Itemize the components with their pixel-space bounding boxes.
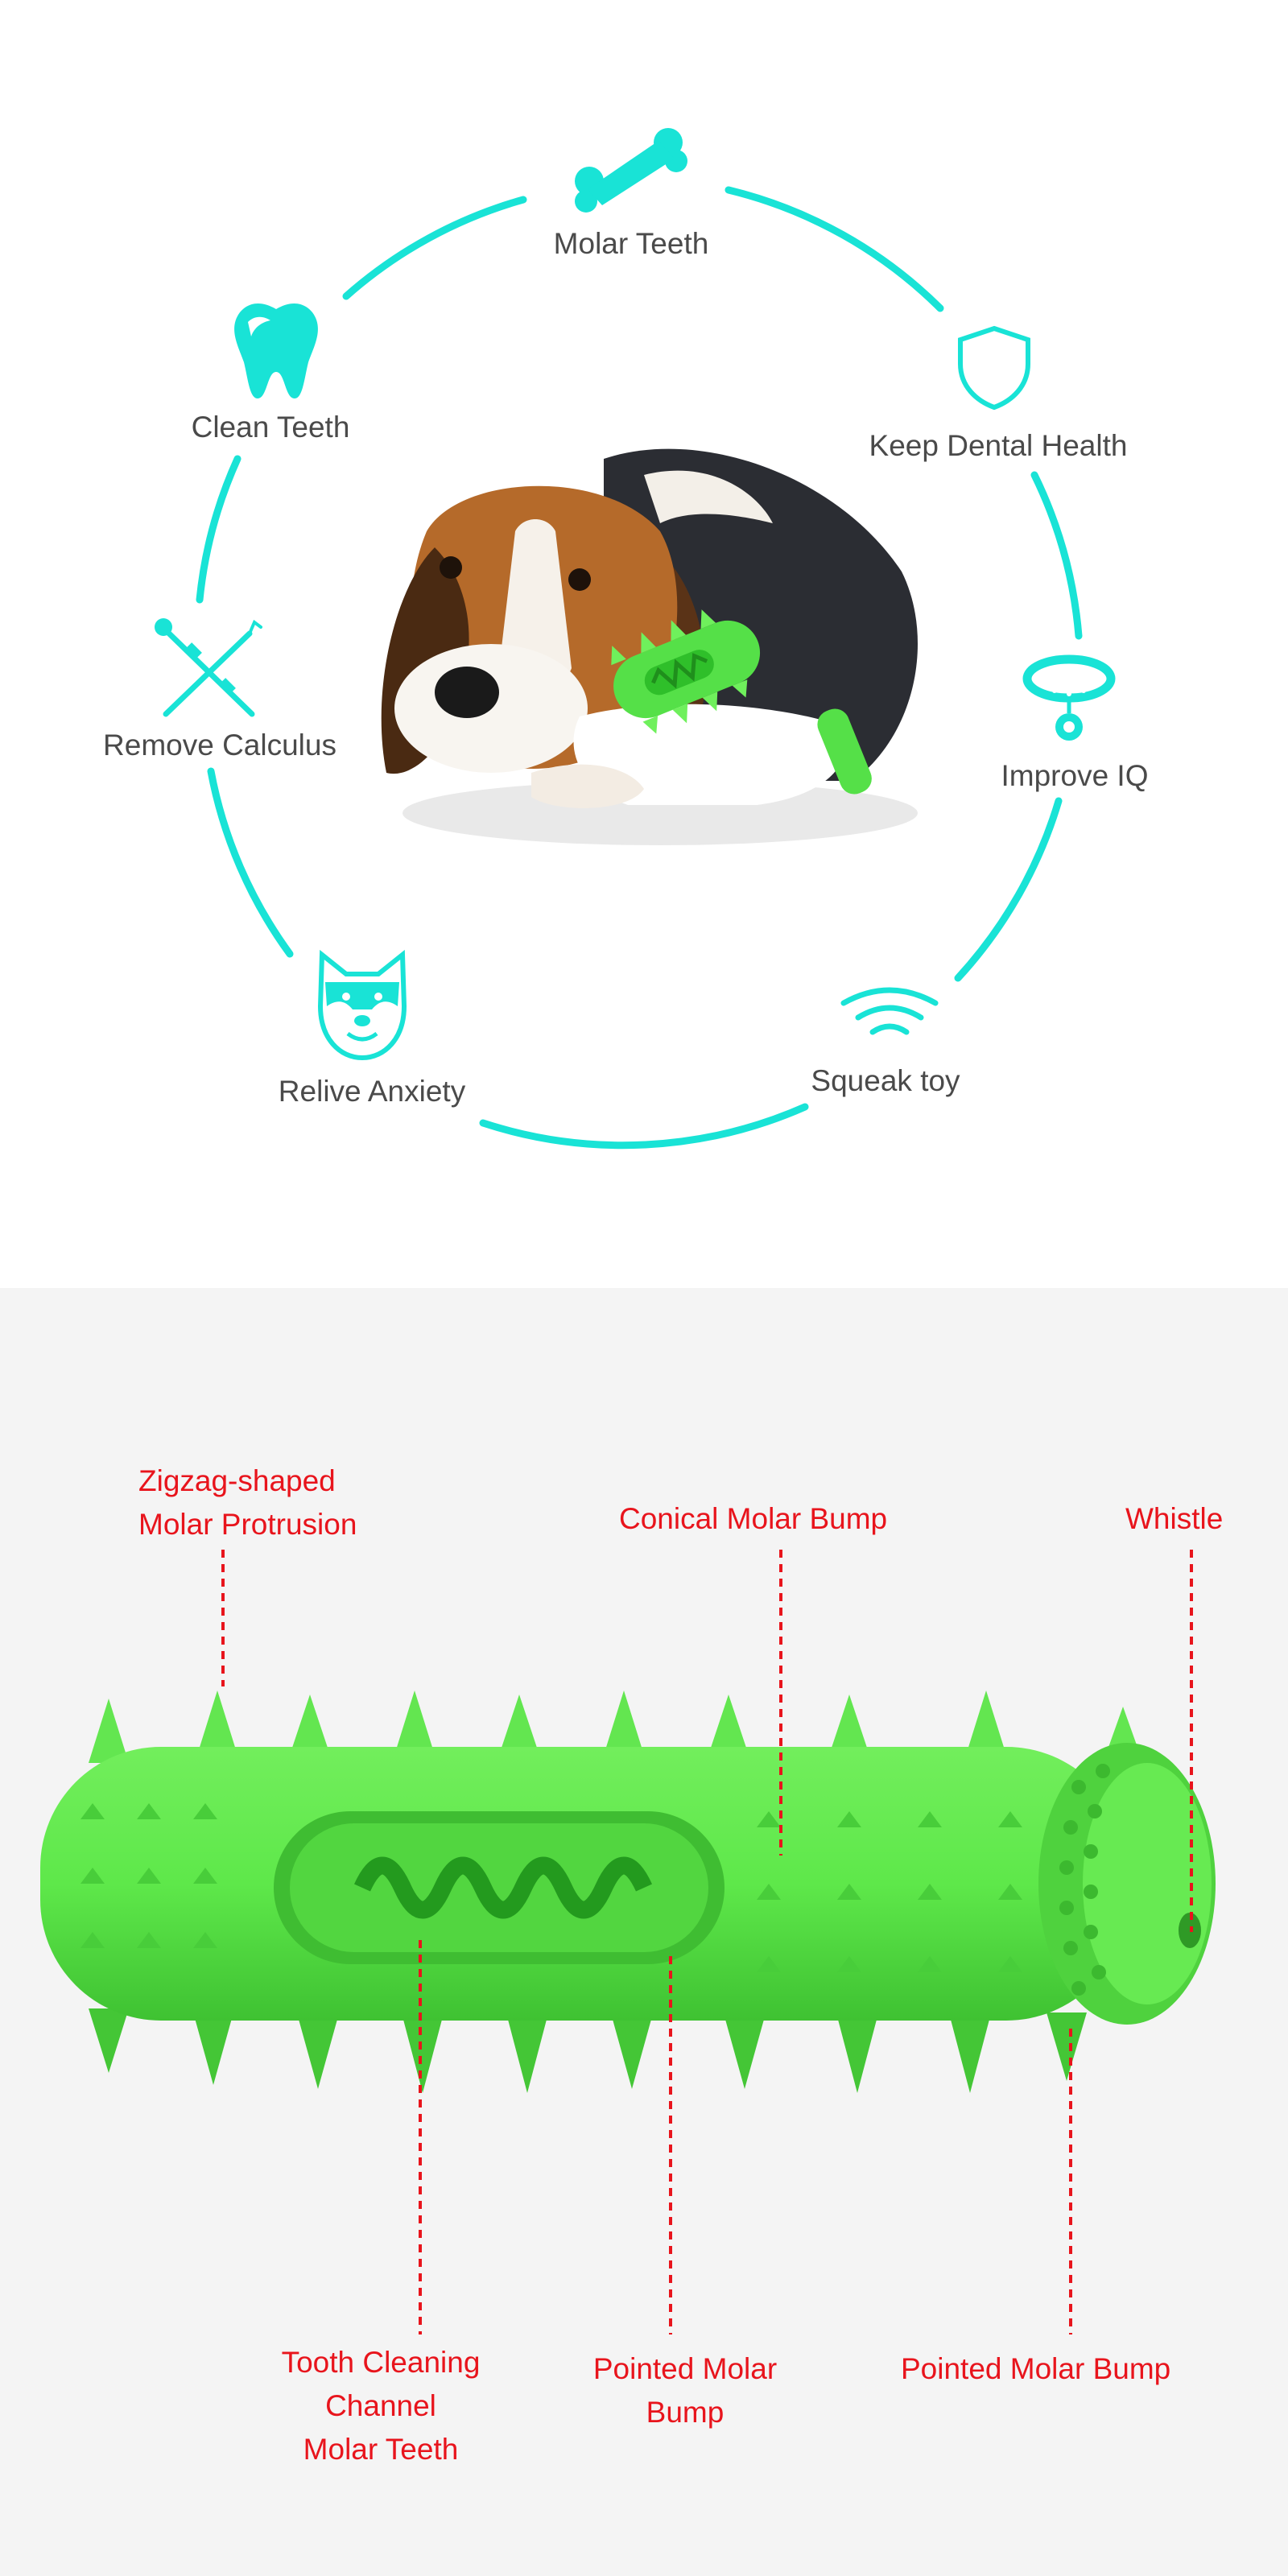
feature-label-remove-calculus: Remove Calculus [103,729,336,762]
callout-zigzag-protrusion: Zigzag-shaped Molar Protrusion [138,1464,357,1541]
callout-pointed-molar-bump-middle: Pointed Molar Bump [592,2352,778,2429]
feature-label-squeak-toy: Squeak toy [811,1064,960,1097]
features-panel: Molar Teeth Clean Teeth Keep Dental Heal… [103,125,1149,1150]
puppy-with-toy-photo [381,448,918,845]
dental-tools-icon [151,616,264,720]
callout-leader-lines [221,1550,1193,2334]
shield-icon [954,324,1034,412]
callout-whistle: Whistle [1125,1502,1224,1535]
pet-collar-icon [1021,650,1117,751]
bone-icon [564,125,692,213]
toy-diagram-panel: Zigzag-shaped Molar Protrusion Conical M… [0,1288,1288,2576]
feature-ring [196,186,1083,1150]
dog-chew-toy-image [40,1690,1216,2093]
feature-label-improve-iq: Improve IQ [1001,759,1149,792]
dog-face-icon [314,950,411,1063]
callout-conical-molar-bump: Conical Molar Bump [619,1502,888,1535]
feature-label-molar-teeth: Molar Teeth [553,227,709,260]
feature-label-clean-teeth: Clean Teeth [191,411,350,444]
feature-label-keep-dental-health: Keep Dental Health [869,429,1128,462]
feature-label-relive-anxiety: Relive Anxiety [278,1075,466,1108]
tooth-icon [224,298,328,402]
callout-tooth-cleaning-channel: Tooth Cleaning Channel Molar Teeth [281,2346,481,2466]
sound-waves-icon [837,984,942,1040]
callout-pointed-molar-bump-right: Pointed Molar Bump [901,2352,1171,2385]
